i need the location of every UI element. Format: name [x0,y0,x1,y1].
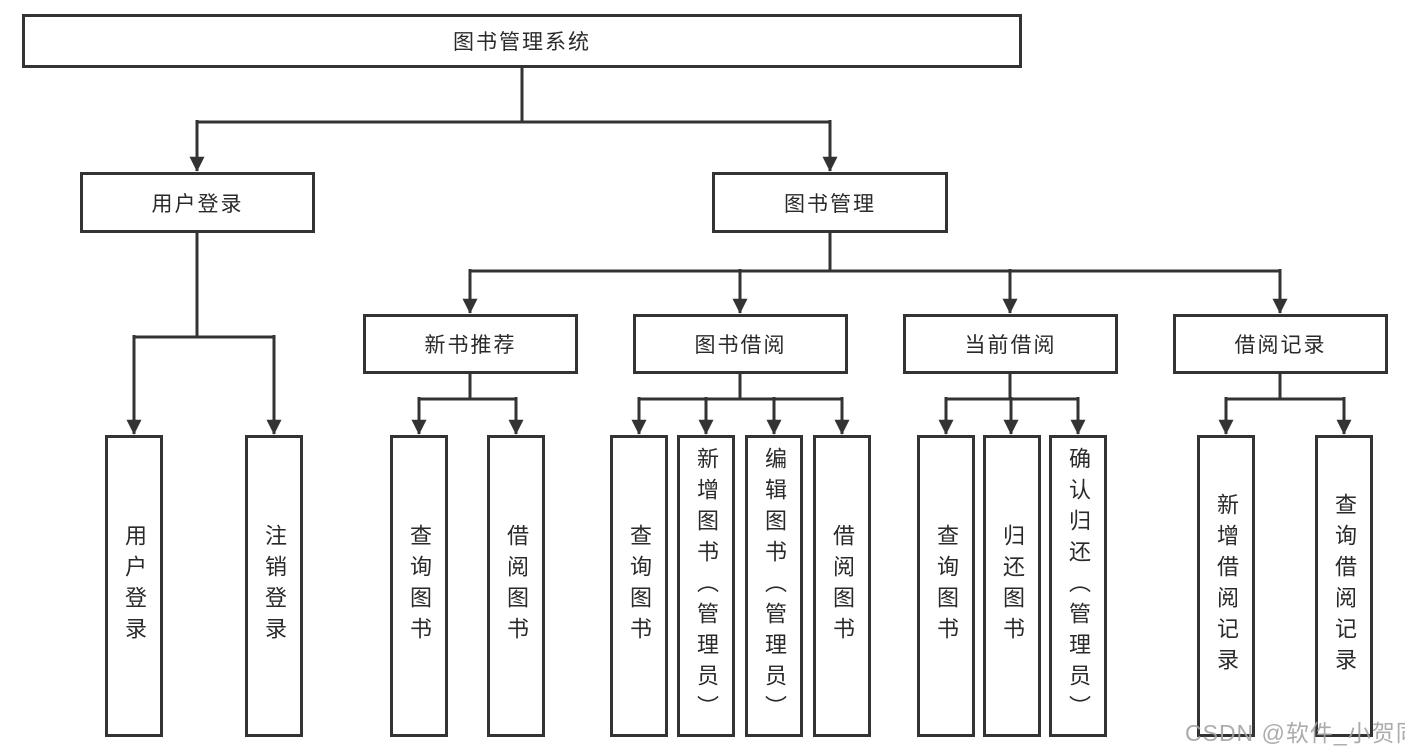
leaf-add-borrow-record: 新增借阅记录 [1197,435,1255,737]
leaf-logout: 注销登录 [245,435,303,737]
leaf-logout-label: 注销登录 [262,524,287,648]
node-borrow-records: 借阅记录 [1173,314,1388,374]
connector-new-book-children [411,374,524,435]
node-book-borrow: 图书借阅 [633,314,848,374]
leaf-query-books-borrow-label: 查询图书 [627,524,652,648]
leaf-query-books-borrow: 查询图书 [610,435,668,737]
leaf-borrow-books-label: 借阅图书 [830,524,855,648]
connector-borrow-records-children [1218,374,1352,435]
leaf-borrow-books: 借阅图书 [813,435,871,737]
leaf-confirm-return-admin-label: 确认归还（管理员） [1066,446,1091,726]
leaf-query-borrow-record-label: 查询借阅记录 [1332,493,1357,679]
connector-book-borrow-children [631,374,850,435]
node-book-management-label: 图书管理 [784,192,876,216]
connector-book-mgmt-to-level3 [462,233,1288,314]
leaf-user-login: 用户登录 [105,435,163,737]
leaf-return-book: 归还图书 [983,435,1041,737]
node-borrow-records-label: 借阅记录 [1234,334,1327,357]
leaf-user-login-label: 用户登录 [122,524,147,648]
node-book-borrow-label: 图书借阅 [694,334,787,357]
leaf-add-borrow-record-label: 新增借阅记录 [1214,493,1239,679]
connector-current-borrow-children [938,374,1086,435]
node-new-book-recommend-label: 新书推荐 [424,334,517,357]
leaf-query-books-current: 查询图书 [917,435,975,737]
leaf-borrow-books-recommend: 借阅图书 [487,435,545,737]
leaf-return-book-label: 归还图书 [1000,524,1025,648]
node-current-borrow: 当前借阅 [903,314,1118,374]
leaf-edit-book-admin-label: 编辑图书（管理员） [762,446,787,726]
node-user-login: 用户登录 [80,172,315,233]
leaf-add-book-admin: 新增图书（管理员） [677,435,735,737]
node-library-system: 图书管理系统 [22,14,1022,68]
leaf-borrow-books-recommend-label: 借阅图书 [504,524,529,648]
leaf-edit-book-admin: 编辑图书（管理员） [745,435,803,737]
leaf-query-books-recommend-label: 查询图书 [407,524,432,648]
node-book-management: 图书管理 [712,172,948,233]
connector-root-to-level2 [189,68,838,172]
leaf-query-books-recommend: 查询图书 [390,435,448,737]
node-user-login-label: 用户登录 [151,192,244,216]
leaf-confirm-return-admin: 确认归还（管理员） [1049,435,1107,737]
node-new-book-recommend: 新书推荐 [363,314,578,374]
leaf-query-borrow-record: 查询借阅记录 [1315,435,1373,737]
node-library-system-label: 图书管理系统 [453,31,591,54]
csdn-watermark: CSDN @软件_小贺同学 [1185,720,1405,746]
leaf-add-book-admin-label: 新增图书（管理员） [694,446,719,726]
connector-user-login-children [126,233,282,435]
node-current-borrow-label: 当前借阅 [964,334,1057,357]
leaf-query-books-current-label: 查询图书 [934,524,959,648]
